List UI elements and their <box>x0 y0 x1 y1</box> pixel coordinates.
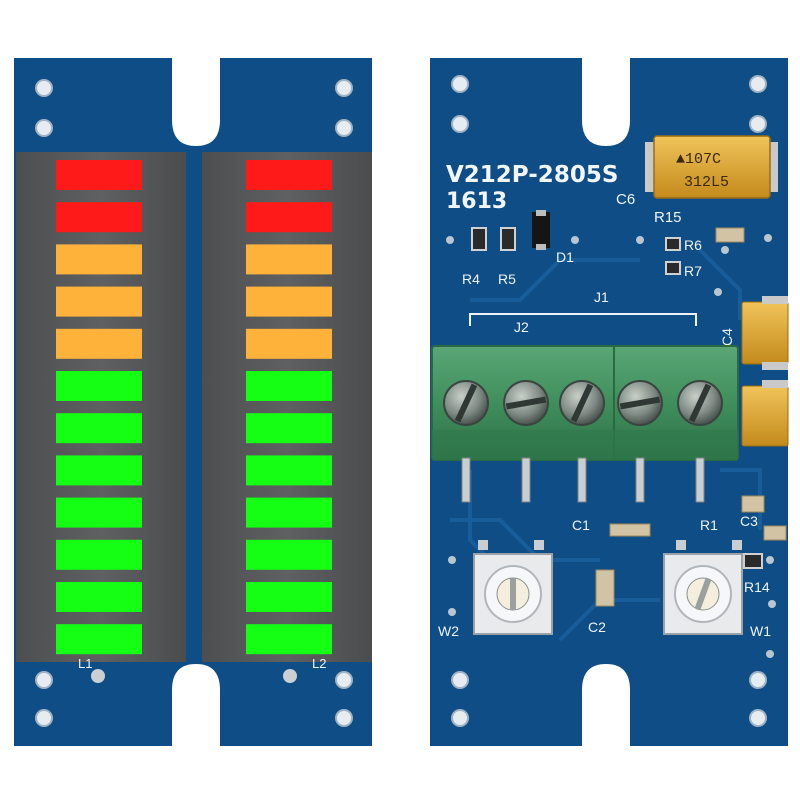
trimmer-pot-w1[interactable] <box>663 553 743 635</box>
terminal-screw[interactable] <box>443 380 489 426</box>
led-segment-green <box>56 455 142 486</box>
display-label-l1: L1 <box>78 656 92 671</box>
led-segment-amber <box>246 244 332 275</box>
label-w1: W1 <box>750 623 771 639</box>
led-segment-green <box>56 624 142 655</box>
terminal-screw[interactable] <box>677 380 723 426</box>
label-c1: C1 <box>572 517 590 533</box>
label-j2: J2 <box>514 319 529 335</box>
label-r7: R7 <box>684 263 702 279</box>
led-segment-red <box>56 160 142 190</box>
led-segment-green <box>246 413 332 444</box>
led-segment-red <box>246 160 332 190</box>
label-c6: C6 <box>616 191 635 208</box>
label-r6: R6 <box>684 237 702 253</box>
screw-terminal-block <box>431 345 739 461</box>
c6-marking-line1: ▲107C <box>676 151 721 168</box>
trimmer-pot-w2[interactable] <box>473 553 553 635</box>
label-c3: C3 <box>740 513 758 529</box>
led-segment-green <box>246 497 332 528</box>
led-segment-red <box>56 202 142 233</box>
led-bargraph-1-body <box>16 152 186 662</box>
led-segment-green <box>246 582 332 612</box>
capacitor-c5 <box>741 380 789 447</box>
label-r14: R14 <box>744 579 770 595</box>
terminal-screw[interactable] <box>617 380 663 426</box>
terminal-screw[interactable] <box>559 380 605 426</box>
label-c4: C4 <box>719 328 735 346</box>
led-segment-amber <box>56 328 142 359</box>
led-segment-green <box>246 455 332 486</box>
j1-outline <box>469 313 697 326</box>
display-label-l2: L2 <box>312 656 326 671</box>
led-segment-amber <box>56 286 142 317</box>
left-mounting-holes <box>35 79 353 727</box>
led-segment-green <box>246 371 332 401</box>
label-r5: R5 <box>498 271 516 287</box>
led-segment-green <box>56 582 142 612</box>
led-segment-amber <box>246 328 332 359</box>
led-segment-green <box>56 539 142 570</box>
capacitor-c4 <box>741 296 789 370</box>
board-model-number: V212P-2805S <box>446 162 618 188</box>
capacitor-c6: ▲107C 312L5 <box>645 135 778 199</box>
label-r15: R15 <box>654 209 682 226</box>
label-r4: R4 <box>462 271 480 287</box>
label-c2: C2 <box>588 619 606 635</box>
led-segment-green <box>246 539 332 570</box>
board-date-code: 1613 <box>446 189 507 214</box>
led-segment-red <box>246 202 332 233</box>
led-segments <box>56 160 332 655</box>
c6-marking-line2: 312L5 <box>684 174 729 191</box>
led-segment-amber <box>246 286 332 317</box>
led-segment-green <box>56 371 142 401</box>
label-j1: J1 <box>594 289 609 305</box>
right-pcb: V212P-2805S 1613 ▲107C 312L5 C6 R15 R6 R… <box>430 58 789 746</box>
led-segment-green <box>56 413 142 444</box>
led-segment-green <box>246 624 332 655</box>
label-d1: D1 <box>556 249 574 265</box>
terminal-pins <box>461 457 705 503</box>
smd-components-bottom <box>478 495 787 607</box>
label-w2: W2 <box>438 623 459 639</box>
right-mounting-holes <box>451 75 767 727</box>
terminal-screw[interactable] <box>503 380 549 426</box>
led-segment-green <box>56 497 142 528</box>
led-segment-amber <box>56 244 142 275</box>
led-bargraph-2-body <box>202 152 372 662</box>
label-r1: R1 <box>700 517 718 533</box>
left-pcb: L1 L2 <box>14 58 372 746</box>
smd-components-top <box>471 210 745 275</box>
